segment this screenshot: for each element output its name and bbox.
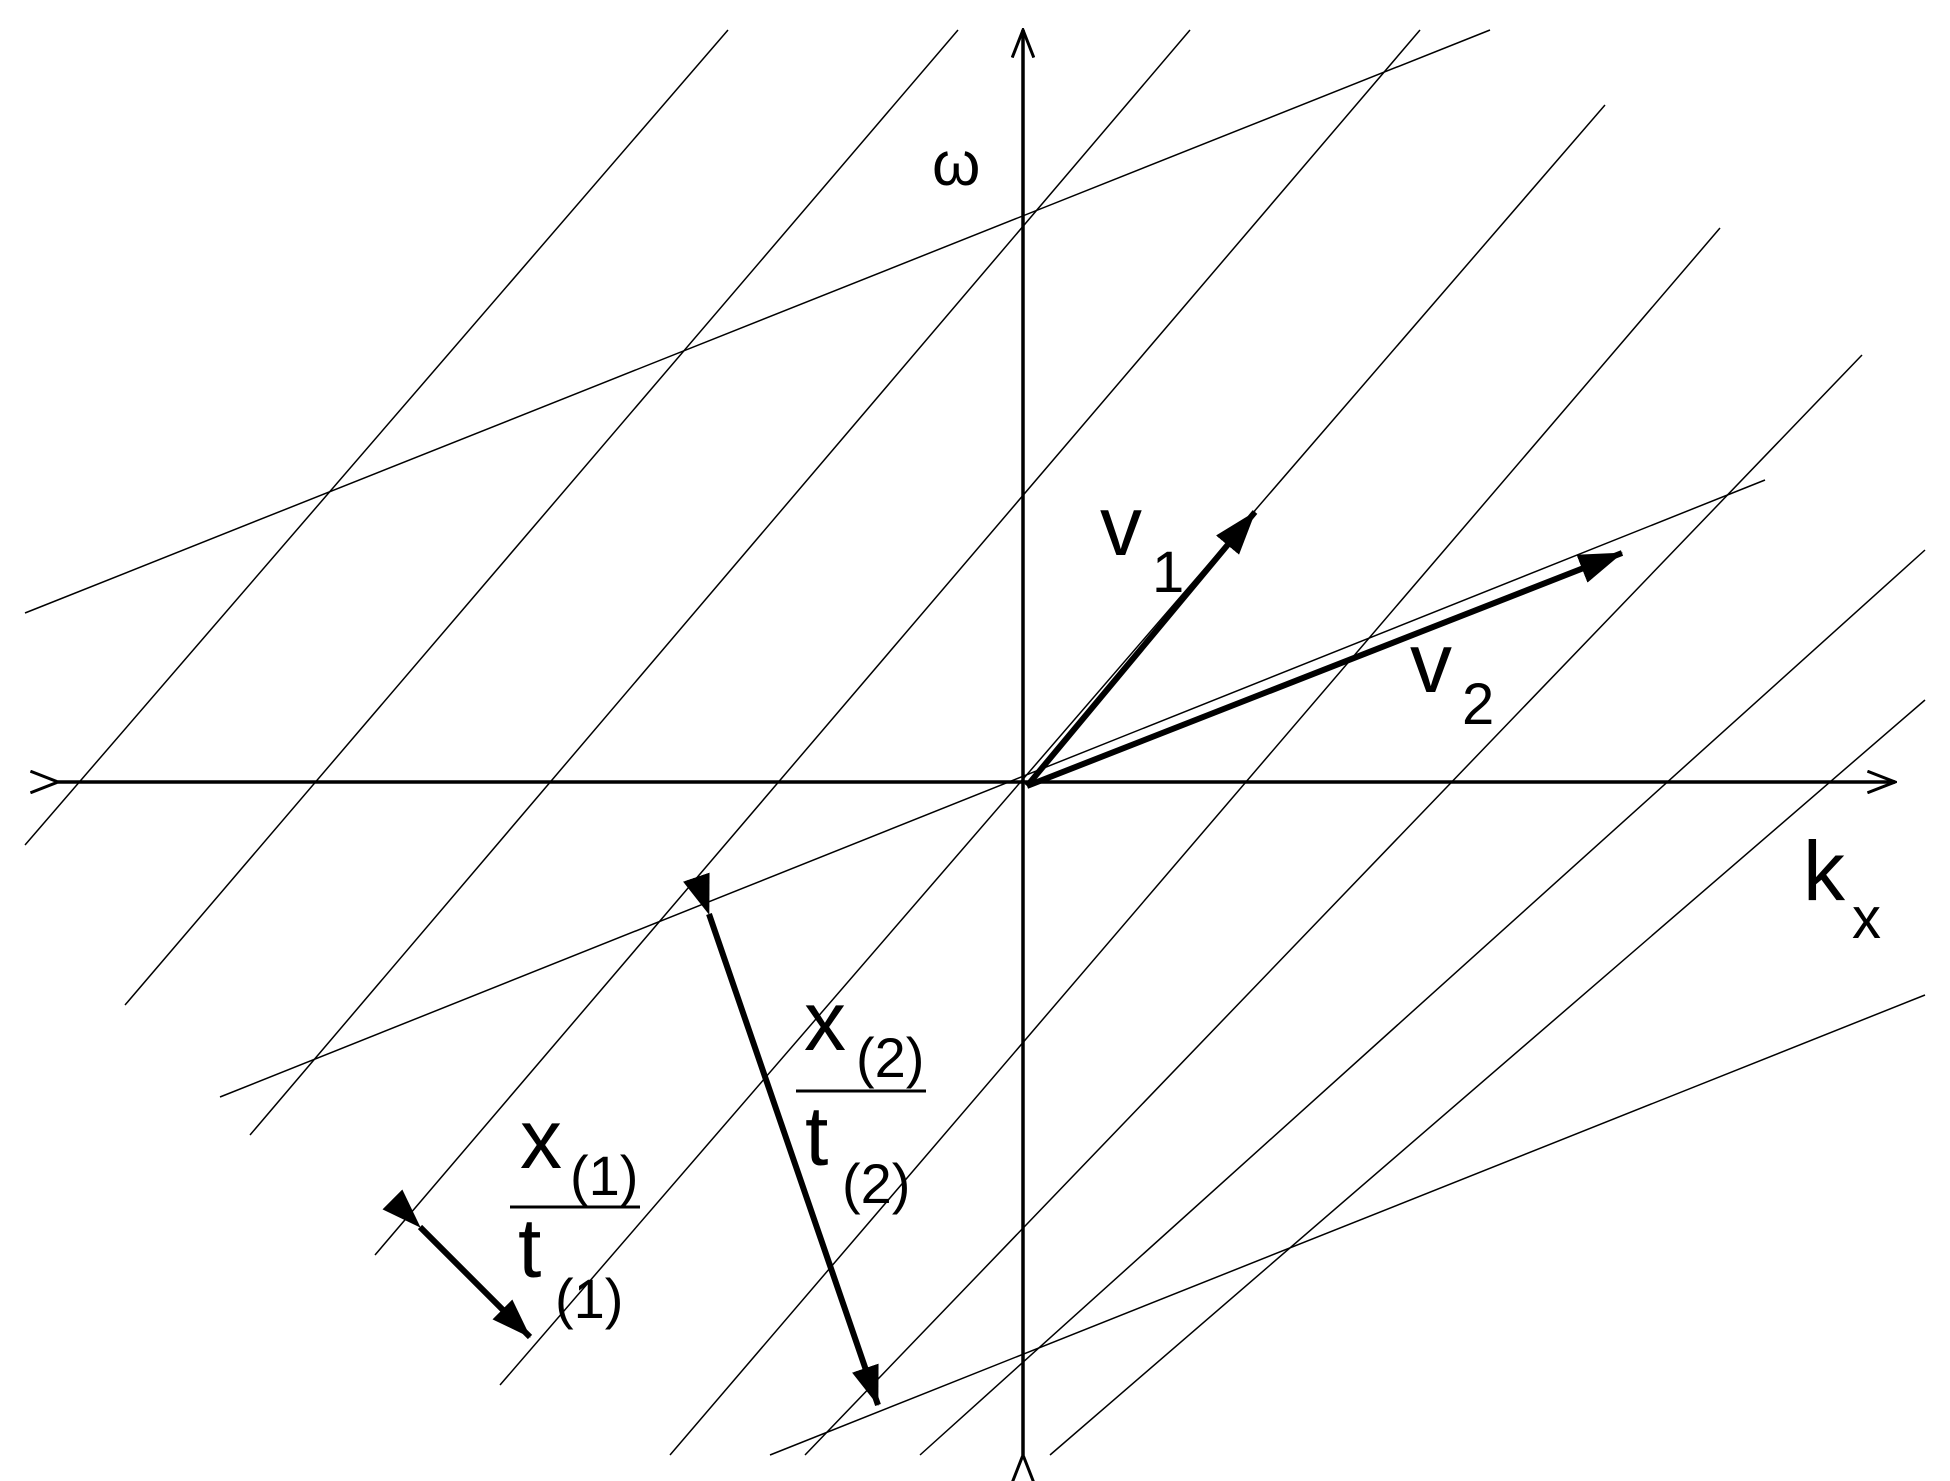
v1-main: v [1100, 479, 1142, 573]
shallow-line [219, 479, 1766, 1098]
v2-main: v [1410, 616, 1452, 710]
ratio1-double-arrow [382, 1189, 533, 1340]
steep-line [374, 29, 1421, 1256]
steep-line [124, 29, 959, 1006]
ratio1-denominator-main: t [518, 1201, 541, 1295]
v1-label: v 1 [1100, 479, 1184, 605]
kx-sub: x [1852, 886, 1881, 951]
axes [58, 30, 1895, 1455]
ratio1-numerator-sub: (1) [570, 1144, 638, 1207]
shallow-line-family [24, 29, 1926, 1456]
v2-sub: 2 [1462, 672, 1494, 737]
spacing-arrows [382, 872, 881, 1406]
ratio2-numerator-main: x [804, 974, 846, 1068]
shallow-line [769, 994, 1926, 1456]
steep-line [669, 227, 1721, 1456]
steep-line [24, 29, 729, 846]
steep-line [804, 354, 1863, 1456]
ratio2-denominator-sub: (2) [842, 1152, 910, 1215]
kx-main: k [1803, 824, 1846, 918]
shallow-line [24, 29, 1491, 614]
ratio1-denominator-sub: (1) [555, 1267, 623, 1330]
v1-arrow [1024, 510, 1258, 788]
steep-line [919, 549, 1926, 1456]
ratio2-label: x (2) t (2) [796, 974, 926, 1215]
ratio2-double-arrow [683, 872, 881, 1406]
ratio1-label: x (1) t (1) [510, 1092, 640, 1330]
steep-line [499, 104, 1606, 1386]
velocity-vectors [1024, 510, 1624, 789]
steep-line [249, 29, 1191, 1136]
steep-line [1049, 699, 1926, 1456]
v2-label: v 2 [1410, 616, 1494, 737]
steep-line-family [24, 29, 1926, 1456]
omega-axis-label: ω [932, 130, 980, 199]
ratio2-denominator-main: t [805, 1089, 828, 1183]
kx-axis-label: k x [1803, 824, 1881, 951]
v2-arrow [1025, 550, 1624, 789]
v1-sub: 1 [1152, 540, 1184, 605]
ratio2-numerator-sub: (2) [856, 1026, 924, 1089]
ratio1-numerator-main: x [520, 1092, 562, 1186]
